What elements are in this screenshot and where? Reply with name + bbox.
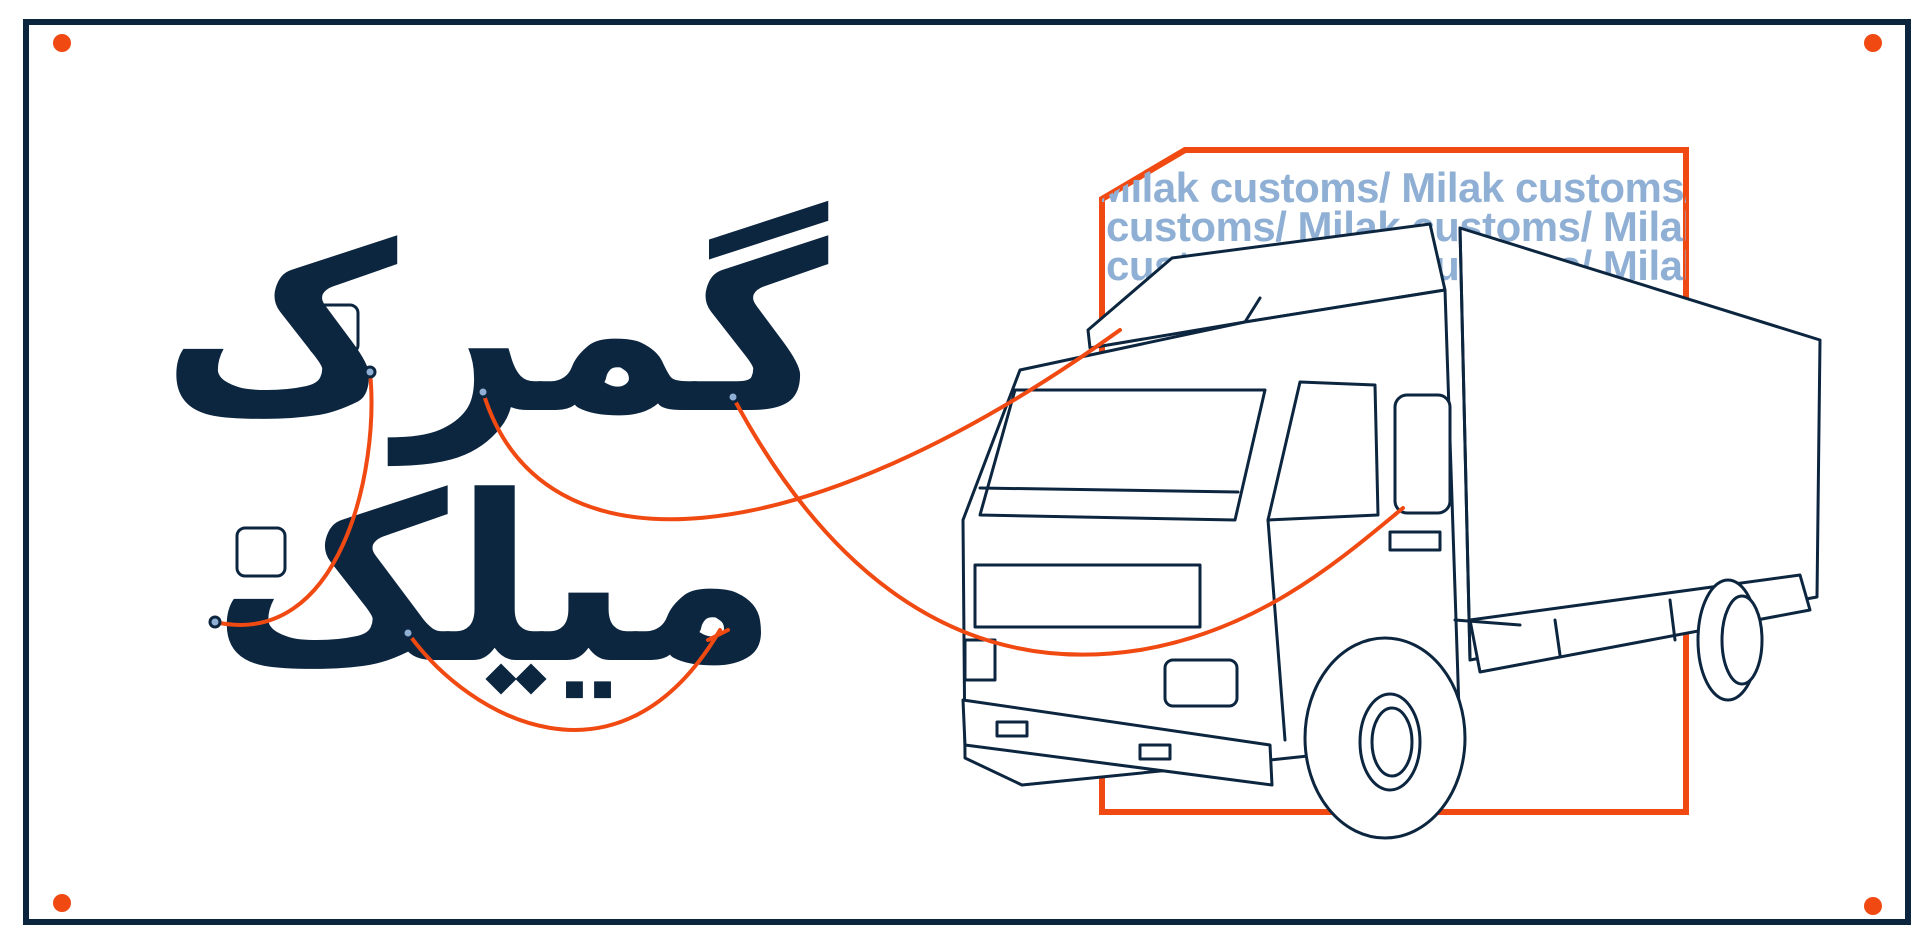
letter-outline-box-1 xyxy=(308,303,360,355)
corner-dot-top-right xyxy=(1864,34,1882,52)
truck-illustration xyxy=(961,222,1822,840)
banner-frame xyxy=(23,19,1911,925)
terminal-dot-2 xyxy=(476,385,490,399)
corner-dot-bottom-left xyxy=(53,894,71,912)
wire-terminals xyxy=(208,365,740,640)
terminal-dot-5 xyxy=(401,626,415,640)
terminal-dot-4 xyxy=(208,615,222,629)
diamond-dot-1 xyxy=(485,663,517,695)
terminal-dot-3 xyxy=(726,390,740,404)
corner-dot-bottom-right xyxy=(1864,897,1882,915)
title-calligraphy: گمرک میلک xyxy=(162,198,829,715)
corner-dot-top-left xyxy=(53,34,71,52)
terminal-dot-1 xyxy=(363,365,377,379)
pattern-row-1: Milak customs/ Milak customs/ xyxy=(1096,164,1696,211)
letter-outline-box-2 xyxy=(235,526,287,578)
connector-wires xyxy=(213,328,1405,732)
